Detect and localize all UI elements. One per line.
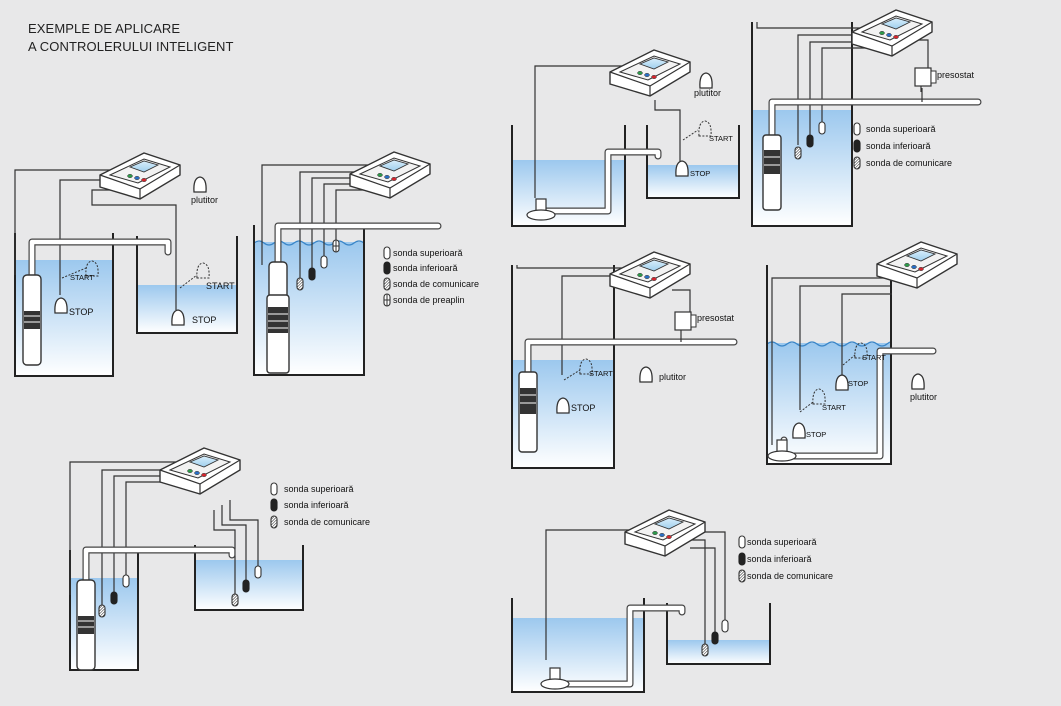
ex1-plutitor-label: plutitor — [191, 195, 218, 205]
page-title: EXEMPLE DE APLICARE A CONTROLERULUI INTE… — [28, 20, 234, 56]
ex7-stop-b: STOP — [806, 430, 826, 439]
ex8-legend-sup: sonda superioară — [747, 537, 817, 547]
ex2-legend-com: sonda de comunicare — [393, 279, 479, 289]
ex8-legend-com: sonda de comunicare — [747, 571, 833, 581]
ex5-presostat-label: presostat — [937, 70, 975, 80]
ex6-presostat-label: presostat — [697, 313, 735, 323]
ex4-start: START — [709, 134, 733, 143]
example-2: sonda superioară sonda inferioară sonda … — [253, 151, 479, 376]
example-1: plutitor START STOP START STOP — [14, 152, 238, 377]
example-3: sonda superioară sonda inferioară sonda … — [69, 447, 370, 671]
ex4-plutitor-label: plutitor — [694, 88, 721, 98]
ex1-start-a: START — [70, 273, 94, 282]
example-8: sonda superioară sonda inferioară sonda … — [511, 509, 833, 693]
ex3-legend-sup: sonda superioară — [284, 484, 354, 494]
ex7-stop-a: STOP — [848, 379, 868, 388]
ex1-stop-a: STOP — [69, 307, 93, 317]
title-line-1: EXEMPLE DE APLICARE — [28, 21, 181, 36]
ex6-plutitor-label: plutitor — [659, 372, 686, 382]
ex3-legend-inf: sonda inferioară — [284, 500, 349, 510]
ex5-legend-com: sonda de comunicare — [866, 158, 952, 168]
ex2-legend-inf: sonda inferioară — [393, 263, 458, 273]
example-6: presostat plutitor START STOP — [511, 251, 738, 469]
ex6-stop: STOP — [571, 403, 595, 413]
ex5-legend-sup: sonda superioară — [866, 124, 936, 134]
ex1-start-b: START — [206, 281, 235, 291]
ex2-legend-sup: sonda superioară — [393, 248, 463, 258]
ex7-start-b: START — [822, 403, 846, 412]
example-4: plutitor START STOP — [511, 49, 740, 227]
ex1-stop-b: STOP — [192, 315, 216, 325]
ex5-legend-inf: sonda inferioară — [866, 141, 931, 151]
ex4-stop: STOP — [690, 169, 710, 178]
ex6-start: START — [589, 369, 613, 378]
title-line-2: A CONTROLERULUI INTELIGENT — [28, 39, 234, 54]
ex7-start-a: START — [862, 353, 886, 362]
ex8-legend-inf: sonda inferioară — [747, 554, 812, 564]
example-7: START STOP START STOP plutitor — [766, 241, 958, 465]
ex2-legend-prea: sonda de preaplin — [393, 295, 465, 305]
example-5: presostat sonda superioară sonda inferio… — [751, 9, 982, 227]
ex7-plutitor-label: plutitor — [910, 392, 937, 402]
ex3-legend-com: sonda de comunicare — [284, 517, 370, 527]
